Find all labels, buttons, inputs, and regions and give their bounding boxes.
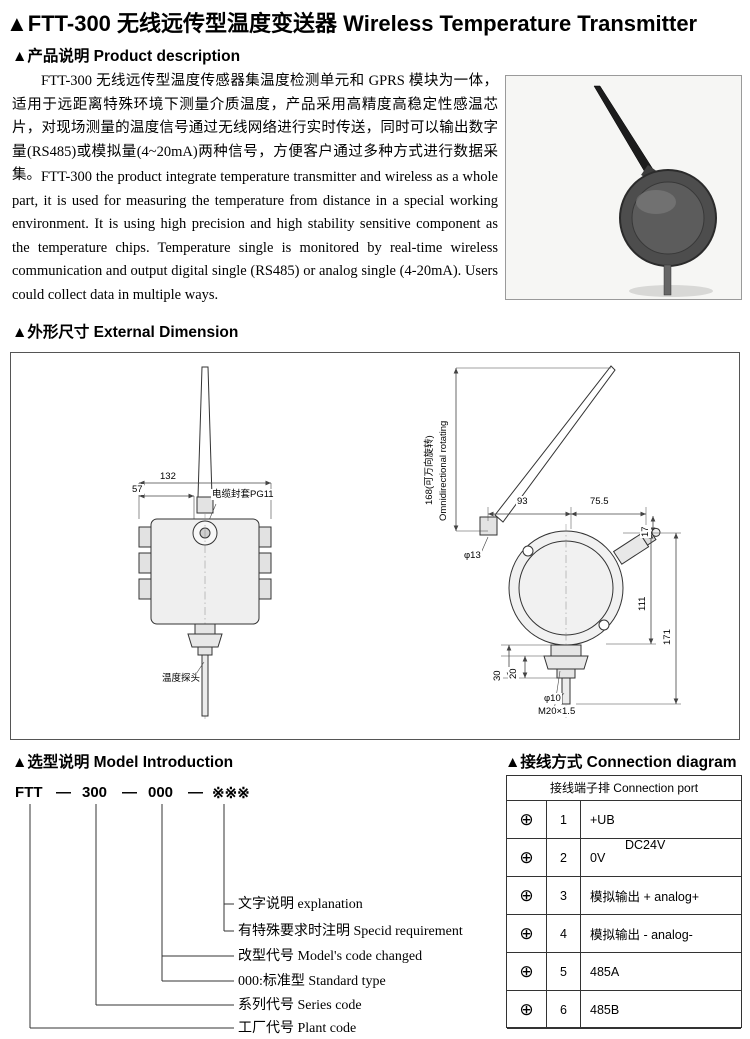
model-code-series: 300	[82, 784, 108, 801]
terminal-number: 5	[547, 953, 581, 990]
terminal-label: 0V	[590, 850, 606, 865]
terminal-screw-icon: ⊕	[519, 809, 534, 829]
model-code-separator: —	[188, 784, 203, 801]
terminal-screw-icon: ⊕	[519, 961, 534, 981]
side-view-drawing	[453, 365, 681, 719]
terminal-label: 485A	[590, 964, 620, 979]
product-photo	[505, 75, 742, 300]
dim-57: 57	[131, 484, 144, 495]
table-row: ⊕ 6 485B	[507, 991, 741, 1029]
terminal-label: 模拟输出 + analog+	[590, 890, 700, 904]
table-row: ⊕ 1 +UB	[507, 801, 741, 839]
table-row: ⊕ 4 模拟输出 - analog-	[507, 915, 741, 953]
model-expl-series: 系列代号 Series code	[238, 998, 362, 1013]
terminal-label: 485B	[590, 1002, 620, 1017]
dim-17: 17	[640, 525, 651, 538]
dimension-drawing-panel: 132 57 电缆封套PG11 温度探头 168(可万向旋转) Omnidire…	[10, 352, 740, 740]
terminal-screw-icon: ⊕	[519, 923, 534, 943]
model-code-variant: 000	[148, 784, 174, 801]
connection-table-title: 接线端子排 Connection port	[507, 776, 741, 801]
terminal-number: 1	[547, 801, 581, 838]
dim-93: 93	[516, 496, 529, 507]
omnidirectional-label: Omnidirectional rotating	[438, 419, 449, 522]
model-code-tree: FTT — 300 — 000 — ※※※ 文字说明 explanation 有…	[10, 784, 505, 1036]
model-tree-lines	[29, 804, 234, 1029]
front-view-drawing	[138, 366, 272, 719]
probe-label: 温度探头	[161, 673, 202, 684]
dim-20: 20	[508, 667, 519, 680]
terminal-label: 模拟输出 - analog-	[590, 928, 693, 942]
dim-phi13: φ13	[463, 550, 482, 561]
terminal-number: 3	[547, 877, 581, 914]
transmitter-photo-illustration	[506, 76, 741, 299]
terminal-number: 2	[547, 839, 581, 876]
table-row: ⊕ 2 0V	[507, 839, 741, 877]
terminal-number: 6	[547, 991, 581, 1028]
page-title: ▲FTT-300 无线远传型温度变送器 Wireless Temperature…	[6, 11, 698, 36]
model-expl-standard: 000:标准型 Standard type	[238, 974, 386, 989]
product-description-heading: ▲产品说明 Product description	[12, 48, 241, 65]
terminal-label: +UB	[590, 812, 615, 827]
dim-132: 132	[159, 471, 177, 482]
dim-phi10: φ10	[543, 693, 562, 704]
model-code-separator: —	[122, 784, 137, 801]
model-code-suffix: ※※※	[212, 785, 250, 802]
dim-168: 168(可万向旋转)	[424, 434, 435, 506]
connection-table: 接线端子排 Connection port ⊕ 1 +UB ⊕ 2 0V ⊕ 3…	[506, 775, 742, 1029]
dim-75-5: 75.5	[589, 496, 610, 507]
connection-diagram-heading: ▲接线方式 Connection diagram	[505, 754, 737, 771]
product-description-cn: FTT-300 无线远传型温度传感器集温度检测单元和 GPRS 模块为一体，适用…	[12, 73, 498, 183]
terminal-screw-icon: ⊕	[519, 847, 534, 867]
dim-30: 30	[492, 669, 503, 682]
terminal-screw-icon: ⊕	[519, 885, 534, 905]
table-row: ⊕ 3 模拟输出 + analog+	[507, 877, 741, 915]
cable-gland-label: 电缆封套PG11	[211, 489, 275, 500]
model-expl-code-changed: 改型代号 Model's code changed	[238, 949, 423, 964]
model-expl-special: 有特殊要求时注明 Specid requirement	[238, 924, 463, 939]
model-expl-explanation: 文字说明 explanation	[238, 897, 363, 912]
power-supply-label: DC24V	[625, 838, 666, 852]
terminal-number: 4	[547, 915, 581, 952]
product-description-en: FTT-300 the product integrate temperatur…	[12, 169, 498, 303]
model-introduction-heading: ▲选型说明 Model Introduction	[12, 754, 234, 771]
dim-m20: M20×1.5	[537, 706, 577, 717]
model-code-separator: —	[56, 784, 71, 801]
model-expl-plant: 工厂代号 Plant code	[238, 1021, 357, 1036]
terminal-screw-icon: ⊕	[519, 999, 534, 1019]
table-row: ⊕ 5 485A	[507, 953, 741, 991]
model-code-plant: FTT	[15, 784, 43, 801]
external-dimension-heading: ▲外形尺寸 External Dimension	[12, 324, 239, 341]
dim-111: 111	[637, 595, 648, 612]
dim-171: 171	[662, 628, 673, 646]
